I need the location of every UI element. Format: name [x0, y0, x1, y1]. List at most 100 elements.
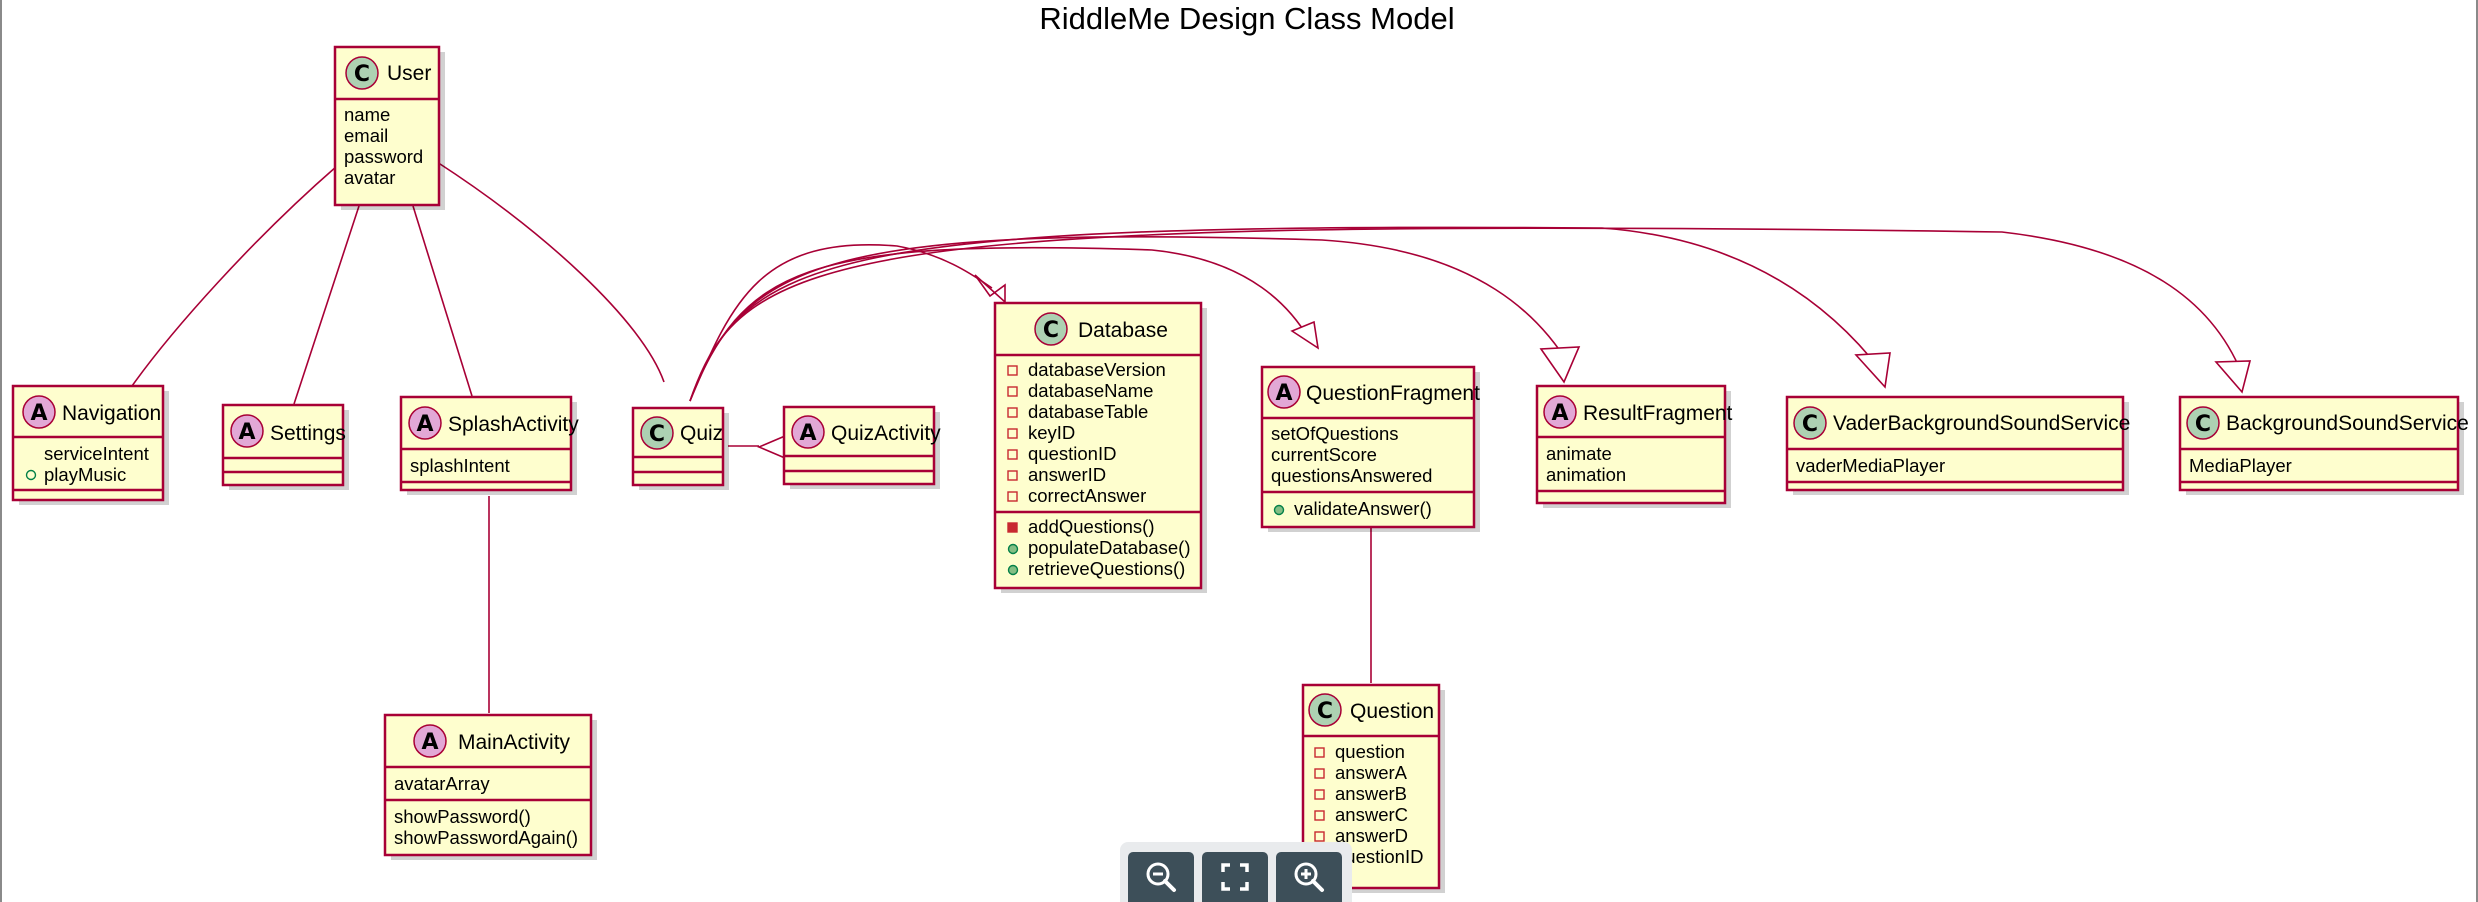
relationships	[131, 161, 2243, 713]
zoom-out-button[interactable]	[1128, 852, 1194, 902]
quiz-vader-link	[689, 226, 1883, 402]
attribute: serviceIntent	[44, 443, 149, 464]
attribute: answerA	[1335, 762, 1408, 783]
class-circle-icon	[1793, 406, 1827, 440]
stereotype-label: C	[2195, 412, 2211, 437]
stereotype-label: C	[1802, 412, 1818, 437]
class-circle-icon	[345, 56, 379, 90]
class-name: QuestionFragment	[1306, 382, 1480, 405]
stereotype-label: A	[238, 420, 255, 445]
abstract-circle-icon	[1543, 395, 1577, 429]
class-name: MainActivity	[458, 731, 571, 754]
class-quizactivity[interactable]: A QuizActivity	[782, 405, 941, 489]
abstract-circle-icon	[230, 414, 264, 448]
class-name: Database	[1078, 319, 1168, 342]
class-splashactivity[interactable]: A SplashActivity splashIntent	[399, 395, 579, 495]
class-quiz[interactable]: C Quiz	[631, 406, 729, 490]
attribute: avatarArray	[394, 773, 490, 794]
attribute: MediaPlayer	[2189, 455, 2292, 476]
attribute: setOfQuestions	[1271, 423, 1399, 444]
class-name: Quiz	[680, 422, 723, 445]
user-quiz-link	[436, 161, 665, 383]
stereotype-label: C	[1317, 699, 1333, 724]
abstract-circle-icon	[1267, 375, 1301, 409]
class-resultfragment[interactable]: A ResultFragment animate animation	[1535, 384, 1733, 508]
class-questionfragment[interactable]: A QuestionFragment setOfQuestions curren…	[1260, 365, 1480, 532]
method: validateAnswer()	[1294, 498, 1432, 519]
attribute: email	[344, 125, 388, 146]
stereotype-label: A	[416, 412, 433, 437]
public-visibility-icon	[25, 469, 37, 481]
resultfragment-arrowhead	[1539, 346, 1581, 384]
abstract-circle-icon	[408, 406, 442, 440]
vader-arrowhead	[1854, 352, 1891, 389]
attribute: databaseTable	[1028, 401, 1148, 422]
abstract-circle-icon	[791, 415, 825, 449]
attribute: question	[1335, 741, 1405, 762]
stereotype-label: C	[354, 62, 370, 87]
attribute: questionsAnswered	[1271, 465, 1432, 486]
zoom-toolbar	[1120, 842, 1352, 902]
zoom-in-button[interactable]	[1276, 852, 1342, 902]
class-name: QuizActivity	[831, 422, 941, 445]
stereotype-label: A	[1551, 401, 1568, 426]
attribute: databaseVersion	[1028, 359, 1166, 380]
class-name: Navigation	[62, 402, 161, 425]
attribute: questionID	[1335, 846, 1423, 867]
database-arrowhead	[974, 274, 1006, 304]
quiz-resultfragment-link	[689, 235, 1571, 402]
diagram-title: RiddleMe Design Class Model	[1039, 1, 1454, 36]
arrowheads	[756, 274, 2252, 460]
class-backgroundsoundservice[interactable]: C BackgroundSoundService MediaPlayer	[2178, 395, 2469, 495]
stereotype-label: C	[1043, 318, 1059, 343]
method: addQuestions()	[1028, 516, 1154, 537]
quiz-database-link	[689, 244, 993, 402]
class-circle-icon	[1034, 312, 1068, 346]
attribute: playMusic	[44, 464, 126, 485]
user-settings-link	[293, 205, 360, 405]
abstract-circle-icon	[22, 395, 56, 429]
class-database[interactable]: C Database databaseVersion databaseName …	[993, 301, 1207, 593]
class-settings[interactable]: A Settings	[221, 403, 349, 490]
attribute: answerD	[1335, 825, 1408, 846]
method: populateDatabase()	[1028, 537, 1191, 558]
class-vaderbackgroundsoundservice[interactable]: C VaderBackgroundSoundService vaderMedia…	[1785, 395, 2130, 495]
attribute: currentScore	[1271, 444, 1377, 465]
attribute: splashIntent	[410, 455, 510, 476]
quiz-bgsound-link	[689, 227, 2243, 402]
class-name: BackgroundSoundService	[2226, 412, 2469, 435]
quizactivity-arrowhead	[756, 434, 786, 460]
attribute: vaderMediaPlayer	[1796, 455, 1945, 476]
stereotype-label: A	[799, 421, 816, 446]
zoom-in-icon	[1294, 862, 1324, 892]
attribute: answerB	[1335, 783, 1407, 804]
method: retrieveQuestions()	[1028, 558, 1185, 579]
class-circle-icon	[1308, 693, 1342, 727]
bgsound-arrowhead	[2214, 360, 2252, 394]
attribute: password	[344, 146, 423, 167]
stereotype-label: C	[649, 422, 665, 447]
fullscreen-button[interactable]	[1202, 852, 1268, 902]
fullscreen-icon	[1221, 863, 1249, 891]
stereotype-label: A	[30, 401, 47, 426]
class-name: Question	[1350, 700, 1434, 723]
attribute: animation	[1546, 464, 1626, 485]
attribute: keyID	[1028, 422, 1075, 443]
attribute: databaseName	[1028, 380, 1153, 401]
class-navigation[interactable]: A Navigation serviceIntent playMusic	[11, 384, 169, 505]
abstract-circle-icon	[413, 724, 447, 758]
class-mainactivity[interactable]: A MainActivity avatarArray showPassword(…	[383, 713, 597, 860]
class-name: VaderBackgroundSoundService	[1833, 412, 2130, 435]
class-user[interactable]: C User name email password avatar	[333, 45, 445, 210]
questionfragment-arrowhead	[1290, 320, 1320, 350]
class-name: User	[387, 62, 431, 85]
stereotype-label: A	[1275, 381, 1292, 406]
class-name: Settings	[270, 422, 346, 445]
attribute: answerC	[1335, 804, 1408, 825]
attribute: animate	[1546, 443, 1612, 464]
attribute: avatar	[344, 167, 395, 188]
class-name: ResultFragment	[1583, 402, 1733, 425]
class-circle-icon	[640, 416, 674, 450]
